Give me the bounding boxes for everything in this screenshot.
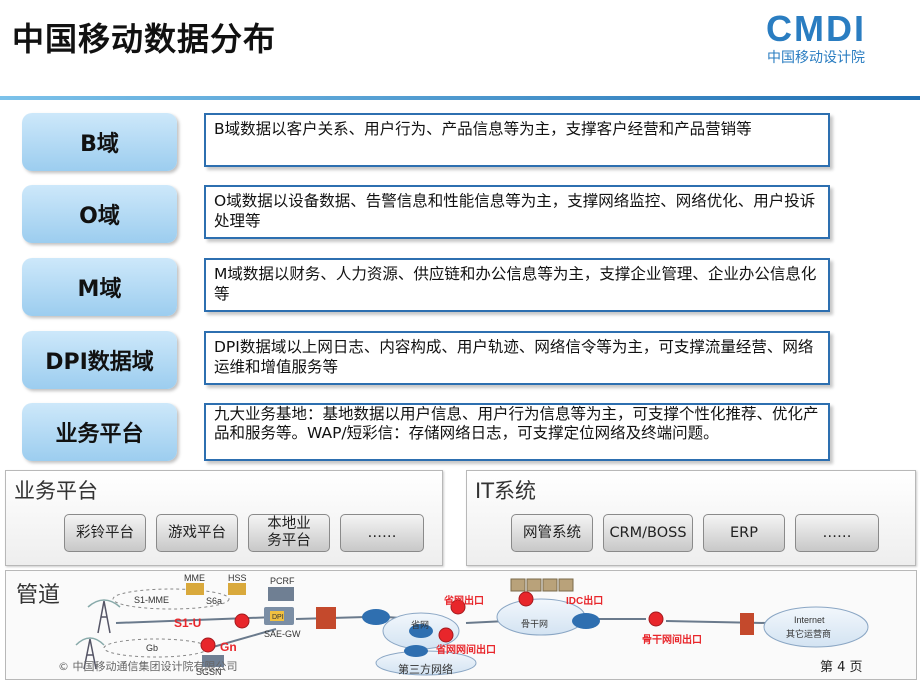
gn-label: Gn [220, 640, 237, 654]
it-chip: ERP [703, 514, 785, 552]
network-diagram: MME HSS S1-MME S6a PCRF DPI SAE-GW Gb SG… [75, 573, 869, 677]
router-icon [404, 645, 428, 657]
s1u-label: S1-U [174, 616, 201, 630]
pcrf-server-icon [268, 587, 294, 601]
domain-row-dpi: DPI数据域 DPI数据域以上网日志、内容构成、用户轨迹、网络信令等为主，可支撑… [22, 331, 832, 389]
platform-chip: 游戏平台 [156, 514, 238, 552]
gb-label: Gb [146, 643, 158, 653]
title-divider [0, 96, 920, 100]
it-chip: …… [795, 514, 879, 552]
hss-server-icon [228, 583, 246, 595]
platform-chip: …… [340, 514, 424, 552]
dpi-label: DPI [272, 614, 284, 621]
saegw-label: SAE-GW [264, 629, 301, 639]
logo-main-text: CMDI [766, 8, 866, 49]
domain-label: O域 [22, 185, 177, 243]
mme-label: MME [184, 573, 205, 583]
it-system-panel: IT系统 网管系统 CRM/BOSS ERP …… [466, 470, 916, 566]
domain-row-m: M域 M域数据以财务、人力资源、供应链和办公信息等为主，支撑企业管理、企业办公信… [22, 258, 832, 316]
base-station-icon [75, 637, 105, 670]
page-number: 第 4 页 [820, 660, 863, 675]
domain-label: 业务平台 [22, 403, 177, 461]
backbone-label: 骨干网 [521, 619, 548, 629]
mme-server-icon [186, 583, 204, 595]
copyright-text: © 中国移动通信集团设计院有限公司 [58, 660, 238, 673]
sgsn-server-icon [202, 655, 224, 667]
router-icon [362, 609, 390, 625]
idc-exit-label: IDC出口 [566, 594, 603, 607]
province-net-label: 省网 [411, 619, 429, 630]
dpi-probe-icon [270, 611, 284, 621]
domain-description: M域数据以财务、人力资源、供应链和办公信息等为主，支撑企业管理、企业办公信息化等 [204, 258, 830, 312]
it-chip: CRM/BOSS [603, 514, 693, 552]
pipe-network-panel: 管道 [5, 570, 917, 680]
panel-title: 管道 [16, 583, 61, 608]
other-operator-label: 其它运营商 [786, 628, 831, 639]
base-station-icon [87, 599, 121, 634]
internet-cloud-icon [763, 606, 869, 648]
hss-label: HSS [228, 573, 247, 583]
s6a-label: S6a [206, 596, 222, 606]
internet-label: Internet [794, 615, 825, 625]
domain-description: B域数据以客户关系、用户行为、产品信息等为主，支撑客户经营和产品营销等 [204, 113, 830, 167]
cmdi-logo: CMDI 中国移动设计院 [750, 10, 882, 68]
panel-title: IT系统 [475, 479, 537, 503]
monitor-point-icon [200, 591, 664, 653]
platform-chip: 本地业务平台 [248, 514, 330, 552]
backbone-inter-exit-label: 骨干网间出口 [642, 633, 702, 646]
page-title: 中国移动数据分布 [12, 20, 277, 58]
pcrf-label: PCRF [270, 576, 295, 586]
domain-label: B域 [22, 113, 177, 171]
panel-title: 业务平台 [14, 479, 98, 503]
router-icon [572, 613, 600, 629]
s1mme-label: S1-MME [134, 595, 169, 605]
firewall-icon [740, 613, 754, 635]
domain-description: DPI数据域以上网日志、内容构成、用户轨迹、网络信令等为主，可支撑流量经营、网络… [204, 331, 830, 385]
logo-sub-text: 中国移动设计院 [767, 50, 865, 66]
router-icon [409, 624, 433, 638]
province-exit-label: 省网出口 [443, 594, 484, 607]
domain-row-business: 业务平台 九大业务基地：基地数据以用户信息、用户行为信息等为主，可支撑个性化推荐… [22, 403, 832, 461]
it-chip: 网管系统 [511, 514, 593, 552]
domain-label: DPI数据域 [22, 331, 177, 389]
domain-label: M域 [22, 258, 177, 316]
domain-row-b: B域 B域数据以客户关系、用户行为、产品信息等为主，支撑客户经营和产品营销等 [22, 113, 832, 171]
platform-chip: 彩铃平台 [64, 514, 146, 552]
idc-servers-icon [510, 578, 574, 592]
domain-description: O域数据以设备数据、告警信息和性能信息等为主，支撑网络监控、网络优化、用户投诉处… [204, 185, 830, 239]
firewall-icon [316, 607, 336, 629]
s1-mme-link-icon [112, 588, 230, 610]
domain-row-o: O域 O域数据以设备数据、告警信息和性能信息等为主，支撑网络监控、网络优化、用户… [22, 185, 832, 243]
sgsn-label: SGSN [196, 667, 222, 677]
business-platform-panel: 业务平台 彩铃平台 游戏平台 本地业务平台 …… [5, 470, 443, 566]
third-party-label: 第三方网络 [398, 662, 453, 676]
domain-description: 九大业务基地：基地数据以用户信息、用户行为信息等为主，可支撑个性化推荐、优化产品… [204, 403, 830, 461]
province-inter-exit-label: 省网网间出口 [435, 643, 496, 656]
